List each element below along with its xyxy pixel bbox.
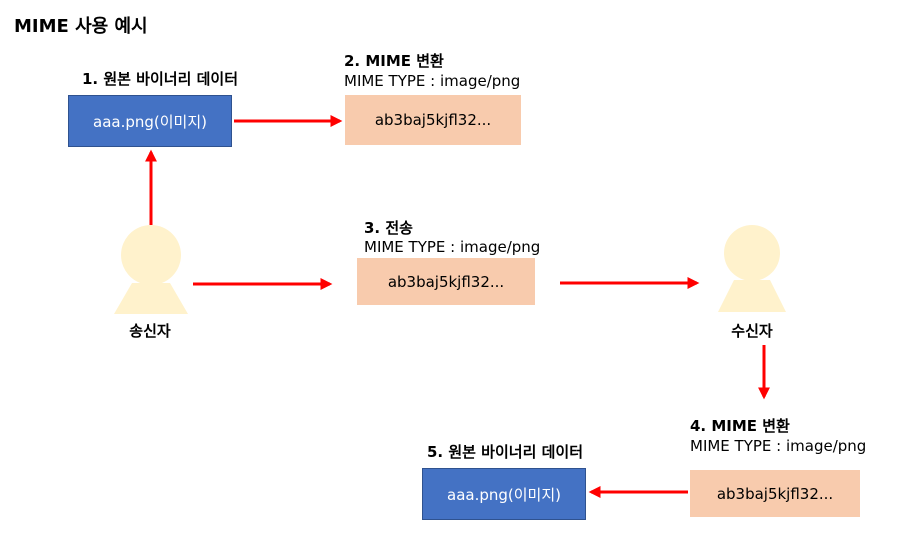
receiver-label: 수신자	[731, 322, 773, 340]
step3-mime-type: MIME TYPE : image/png	[364, 238, 541, 256]
step3-encoded-box: ab3baj5kjfl32...	[357, 258, 535, 305]
page-title: MIME 사용 예시	[14, 16, 148, 37]
step3-label: 3. 전송	[364, 219, 413, 237]
sender-label: 송신자	[129, 322, 171, 340]
step2-encoded-box: ab3baj5kjfl32...	[345, 95, 521, 145]
step4-label: 4. MIME 변환	[690, 417, 790, 435]
step5-label: 5. 원본 바이너리 데이터	[427, 443, 584, 461]
step2-label: 2. MIME 변환	[344, 52, 444, 70]
step1-label: 1. 원본 바이너리 데이터	[82, 70, 239, 88]
sender-person-icon	[114, 225, 188, 314]
step5-binary-box: aaa.png(이미지)	[422, 468, 586, 520]
step4-mime-type: MIME TYPE : image/png	[690, 437, 867, 455]
receiver-person-icon	[718, 225, 786, 312]
step2-mime-type: MIME TYPE : image/png	[344, 72, 521, 90]
step1-binary-box: aaa.png(이미지)	[68, 95, 232, 147]
step4-encoded-box: ab3baj5kjfl32...	[690, 470, 860, 517]
